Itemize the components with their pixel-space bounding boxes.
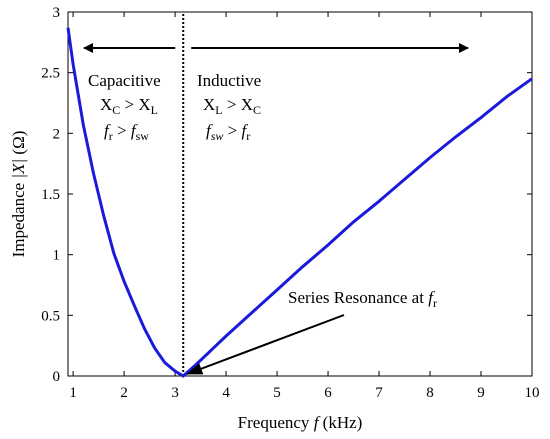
x-tick-label: 1 — [69, 385, 77, 401]
capacitive-label: Capacitive — [88, 71, 161, 90]
inductive-condition-f: fsw > fr — [206, 121, 250, 143]
impedance-curve — [66, 27, 533, 378]
x-tick-label: 9 — [477, 385, 485, 401]
x-tick-label: 5 — [273, 385, 281, 401]
y-axis-label: Impedance |X| (Ω) — [9, 131, 28, 258]
x-tick-label: 4 — [222, 385, 230, 401]
y-tick-label: 2 — [53, 126, 61, 142]
y-tick-labels: 0 0.5 1 1.5 2 2.5 3 — [41, 5, 60, 385]
x-tick-label: 7 — [375, 385, 383, 401]
x-axis-label: Frequency f (kHz) — [238, 413, 363, 432]
x-tick-labels: 1 2 3 4 5 6 7 8 9 10 — [69, 385, 539, 401]
x-tick-label: 3 — [171, 385, 179, 401]
y-tick-label: 3 — [53, 5, 61, 21]
y-tick-label: 0.5 — [41, 308, 60, 324]
resonance-pointer-arrow — [186, 314, 345, 375]
x-tick-label: 6 — [324, 385, 332, 401]
plot-area — [67, 11, 533, 377]
x-tick-label: 2 — [120, 385, 128, 401]
y-tick-label: 2.5 — [41, 66, 60, 82]
y-tick-label: 0 — [53, 369, 61, 385]
axis-ticks — [68, 11, 533, 377]
resonance-label: Series Resonance at fr — [288, 288, 437, 310]
capacitive-condition-f: fr > fsw — [104, 121, 149, 143]
capacitive-condition-x: XC > XL — [100, 95, 158, 117]
inductive-label: Inductive — [197, 71, 261, 90]
y-tick-label: 1.5 — [41, 187, 60, 203]
x-tick-label: 10 — [525, 385, 540, 401]
y-tick-label: 1 — [53, 248, 61, 264]
inductive-condition-x: XL > XC — [203, 95, 261, 117]
x-tick-label: 8 — [426, 385, 434, 401]
